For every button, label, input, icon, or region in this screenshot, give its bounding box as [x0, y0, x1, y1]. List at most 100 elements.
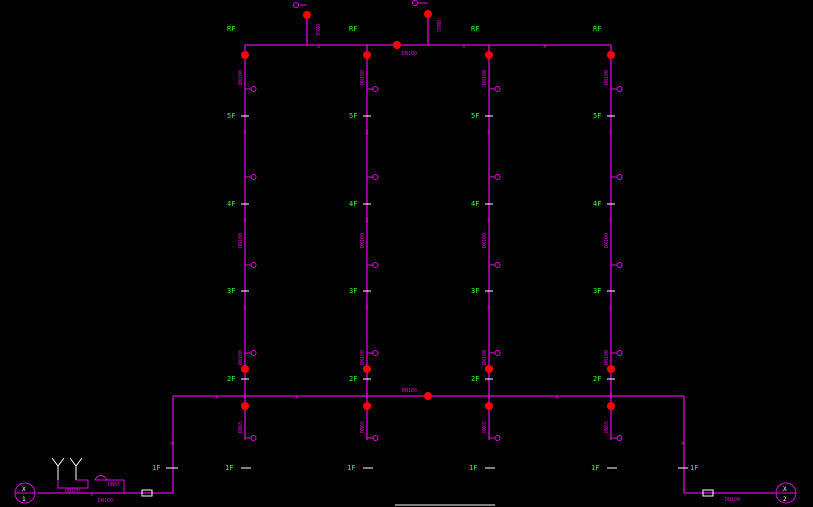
- riser-2-marker: x: [365, 129, 369, 136]
- pipe-marker: x: [555, 394, 559, 401]
- roof-valve-1: [303, 11, 311, 19]
- riser-2-rf-label: RF: [349, 25, 357, 33]
- riser-4-hydrant-outlet: [616, 262, 623, 268]
- inlet-left-top: X: [22, 486, 26, 493]
- riser-1-hydrant-outlet: [250, 262, 257, 268]
- riser-2-marker: x: [365, 304, 369, 311]
- riser-4-top-valve: [607, 51, 615, 59]
- riser-2-dn65-label: DN65: [360, 421, 366, 433]
- riser-1-2f-valve: [241, 365, 249, 373]
- riser-3-floor-label: 3F: [471, 287, 479, 295]
- riser-1-hydrant-outlet: [250, 435, 257, 441]
- riser-2-hydrant-outlet: [372, 262, 379, 268]
- riser-4-floor-label: 4F: [593, 200, 601, 208]
- dn65-label-roof-1: DN65: [314, 24, 320, 36]
- riser-3-top-valve: [485, 51, 493, 59]
- riser-2-floor-label: 2F: [349, 375, 357, 383]
- riser-3-hydrant-outlet: [494, 86, 501, 92]
- riser-1-dn65-label: DN65: [238, 421, 244, 433]
- floor-label-1f-right-main: 1F: [690, 464, 698, 472]
- riser-2-1f-valve: [363, 402, 371, 410]
- riser-1-dn100-label: DN100: [238, 350, 244, 365]
- check-valve: [141, 489, 153, 497]
- riser-2-floor-label: 3F: [349, 287, 357, 295]
- riser-2-marker: x: [365, 392, 369, 399]
- pipe-marker: x: [295, 394, 299, 401]
- riser-1-1f-valve: [241, 402, 249, 410]
- riser-4-2f-valve: [607, 365, 615, 373]
- riser-4-rf-label: RF: [593, 25, 601, 33]
- riser-3-floor-label: 4F: [471, 200, 479, 208]
- riser-3-floor-label: 2F: [471, 375, 479, 383]
- riser-4-1f-label: 1F: [591, 464, 599, 472]
- riser-3-2f-valve: [485, 365, 493, 373]
- riser-3-dn100-label: DN100: [482, 350, 488, 365]
- riser-4-hydrant-outlet: [616, 435, 623, 441]
- inlet-left-bottom: 1: [22, 496, 26, 503]
- dn65-label-roof-2: DN65: [435, 20, 441, 32]
- riser-3-floor-label: 5F: [471, 112, 479, 120]
- pipe-marker: x: [681, 440, 685, 447]
- riser-2-top-valve: [363, 51, 371, 59]
- pipe-marker: x: [90, 491, 94, 498]
- riser-4-marker: x: [609, 129, 613, 136]
- header-valve-top: [393, 41, 401, 49]
- riser-3-marker: x: [487, 129, 491, 136]
- riser-2-dn100-label: DN100: [360, 233, 366, 248]
- riser-2-dn100-label: DN100: [360, 70, 366, 85]
- riser-4-1f-valve: [607, 402, 615, 410]
- riser-2-dn100-label: DN100: [360, 350, 366, 365]
- roof-header: DN65 DN65 DN100 x x x: [245, 0, 611, 57]
- riser-1-floor-label: 5F: [227, 112, 235, 120]
- dn100-label-header-bottom: DN100: [402, 388, 417, 394]
- riser-4-floor-label: 5F: [593, 112, 601, 120]
- riser-3-1f-valve: [485, 402, 493, 410]
- riser-1-hydrant-outlet: [250, 86, 257, 92]
- riser-4-dn100-label: DN100: [604, 70, 610, 85]
- inlet-right: X 2 DN100: [702, 482, 797, 504]
- dn100-label-inlet-left: DN100: [65, 488, 80, 494]
- riser-1-hydrant-outlet: [250, 350, 257, 356]
- riser-3-dn100-label: DN100: [482, 233, 488, 248]
- pipe-marker: x: [215, 394, 219, 401]
- riser-4-marker: x: [609, 217, 613, 224]
- riser-4-marker: x: [609, 392, 613, 399]
- riser-3-1f-label: 1F: [469, 464, 477, 472]
- riser-2-hydrant-outlet: [372, 174, 379, 180]
- riser-3-hydrant-outlet: [494, 262, 501, 268]
- riser-2-hydrant-outlet: [372, 435, 379, 441]
- riser-2-marker: x: [365, 217, 369, 224]
- riser-3-dn100-label: DN100: [482, 70, 488, 85]
- riser-3-marker: x: [487, 217, 491, 224]
- riser-1-marker: x: [243, 392, 247, 399]
- pipe-marker: x: [317, 43, 321, 50]
- riser-3-hydrant-outlet: [494, 174, 501, 180]
- pipe-marker: x: [543, 43, 547, 50]
- dn100-label-inlet-right: DN100: [725, 497, 740, 503]
- pipe-marker: x: [170, 440, 174, 447]
- riser-1-top-valve: [241, 51, 249, 59]
- riser-2-hydrant-outlet: [372, 86, 379, 92]
- riser-1-floor-label: 2F: [227, 375, 235, 383]
- riser-1-dn100-label: DN100: [238, 70, 244, 85]
- header-valve-bottom: [424, 392, 432, 400]
- riser-3-marker: x: [487, 304, 491, 311]
- inlet-left: X 1 DN100 DN100 DN65 x: [14, 457, 153, 504]
- riser-3-rf-label: RF: [471, 25, 479, 33]
- riser-4-dn100-label: DN100: [604, 350, 610, 365]
- inlet-right-bottom: 2: [783, 496, 787, 503]
- riser-4-dn100-label: DN100: [604, 233, 610, 248]
- floor-label-1f-left-main: 1F: [152, 464, 160, 472]
- risers: RF5Fx4Fx3Fx2FxDN100DN100DN100DN651FRF5Fx…: [225, 25, 623, 472]
- riser-4-hydrant-outlet: [616, 174, 623, 180]
- dn100-label-header-top: DN100: [402, 51, 417, 57]
- riser-1-marker: x: [243, 129, 247, 136]
- riser-1-rf-label: RF: [227, 25, 235, 33]
- riser-3-hydrant-outlet: [494, 435, 501, 441]
- ground-header: DN100 x x x x x 1F 1F: [38, 388, 775, 506]
- dn65-label-inlet-left: DN65: [108, 482, 120, 488]
- riser-3-hydrant-outlet: [494, 350, 501, 356]
- riser-2-floor-label: 5F: [349, 112, 357, 120]
- riser-1-marker: x: [243, 217, 247, 224]
